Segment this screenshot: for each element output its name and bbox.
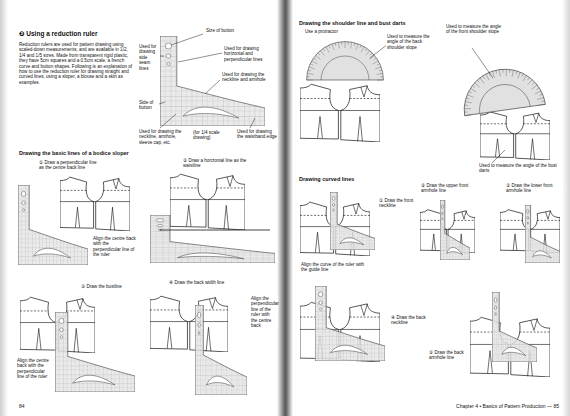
bodice-sloper (480, 112, 550, 160)
reduction-ruler (525, 205, 560, 263)
leader-lines (370, 44, 505, 163)
step-label: ③ Draw the bustline (80, 284, 132, 289)
bodice-sloper (150, 296, 228, 352)
callout-text: Used for drawing the waistband edge (236, 129, 278, 140)
callout-text: Side of button (138, 100, 159, 111)
step-label: ① Draw a perpendicular line as the centr… (38, 160, 98, 171)
reduction-ruler (315, 286, 385, 361)
page-edge (562, 0, 570, 416)
callout-text: Used for drawing the neckline, armhole, … (138, 129, 188, 145)
step-label: ⑤ Draw the back armhole line (428, 350, 468, 361)
protractor (459, 64, 545, 116)
step-label: ② Draw a horizontal line as the waistlin… (182, 158, 262, 169)
bodice-sloper (300, 84, 380, 142)
page-footer: Chapter 4 • Basics of Pattern Production… (400, 404, 560, 410)
subheading: Drawing curved lines (298, 176, 378, 182)
page-edge (0, 0, 8, 416)
callout-text: Used for drawing side seam lines (138, 44, 159, 71)
callout-text: Align the perpendicular line of the rule… (250, 296, 278, 328)
callout-text: Align the centre back with the perpendic… (92, 236, 138, 258)
callout-text: Align the curve of the ruler with the gu… (300, 262, 372, 273)
subheading: Drawing the shoulder line and bust darts (298, 20, 448, 26)
callout-text: Size of button (205, 28, 255, 33)
callout-text: Used for drawing horizontal and perpendi… (223, 46, 269, 62)
callout-text: Used for drawing the neckline and armhol… (221, 72, 267, 83)
reduction-ruler (440, 200, 470, 260)
callout-text: Align the centre back with the perpendic… (16, 358, 54, 380)
page-number: 84 (18, 404, 38, 410)
reduction-ruler (150, 215, 275, 263)
step-label: ③ Draw the lower front armhole line (505, 183, 563, 194)
callout-text: (for 1/4 scale drawing) (192, 130, 232, 141)
section-heading: ❷ Using a reduction ruler (18, 30, 143, 38)
callout-text: Used to measure the angle of the front s… (445, 24, 503, 35)
book-gutter (277, 0, 293, 416)
reduction-ruler (330, 192, 375, 250)
step-label: ④ Draw the back width line (168, 280, 238, 285)
protractor (307, 42, 384, 80)
note-text: Use a protractor (304, 29, 364, 34)
bodice-sloper (170, 174, 245, 230)
waistline (160, 230, 270, 231)
step-label: ② Draw the upper front armhole line (420, 183, 472, 194)
reduction-ruler (492, 292, 537, 362)
callout-text: Used to measure the angle of the bust da… (478, 163, 560, 174)
step-label: ④ Draw the back neckline (390, 315, 440, 326)
reduction-ruler (195, 305, 247, 395)
reduction-ruler (55, 312, 135, 392)
step-label: ① Draw the front neckline (378, 198, 418, 209)
bodice-sloper (60, 177, 130, 231)
callout-text: Used to measure the angle of the back sh… (386, 34, 438, 50)
subheading: Drawing the basic lines of a bodice slop… (18, 150, 148, 156)
body-text: Reduction rulers are used for pattern dr… (18, 42, 135, 85)
